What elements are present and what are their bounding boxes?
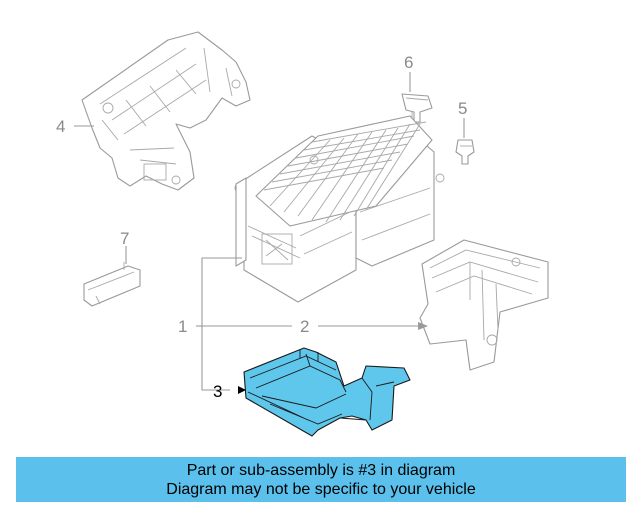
part-4-bracket[interactable] <box>81 31 251 191</box>
info-banner: Part or sub-assembly is #3 in diagram Di… <box>16 457 626 502</box>
callout-1-bracket-leader <box>201 257 242 391</box>
callout-3-label: 3 <box>213 382 222 401</box>
banner-line-2: Diagram may not be specific to your vehi… <box>166 480 476 498</box>
callout-1-label: 1 <box>178 317 187 336</box>
callout-2-arrowhead <box>418 322 428 330</box>
part-5-fuse[interactable] <box>455 139 475 165</box>
banner-line-1: Part or sub-assembly is #3 in diagram <box>186 461 456 479</box>
callout-5-label: 5 <box>458 99 467 118</box>
part-1-fuse-box[interactable] <box>234 115 445 303</box>
callout-3-arrowhead <box>238 386 246 394</box>
callout-6-label: 6 <box>404 53 413 72</box>
callout-4-label: 4 <box>56 117 65 136</box>
part-3-tray-highlighted[interactable] <box>243 347 411 437</box>
part-2-lower-housing[interactable] <box>419 239 549 371</box>
part-7-bracket[interactable] <box>83 262 141 307</box>
callout-7-label: 7 <box>120 229 129 248</box>
callout-2-label: 2 <box>300 317 309 336</box>
